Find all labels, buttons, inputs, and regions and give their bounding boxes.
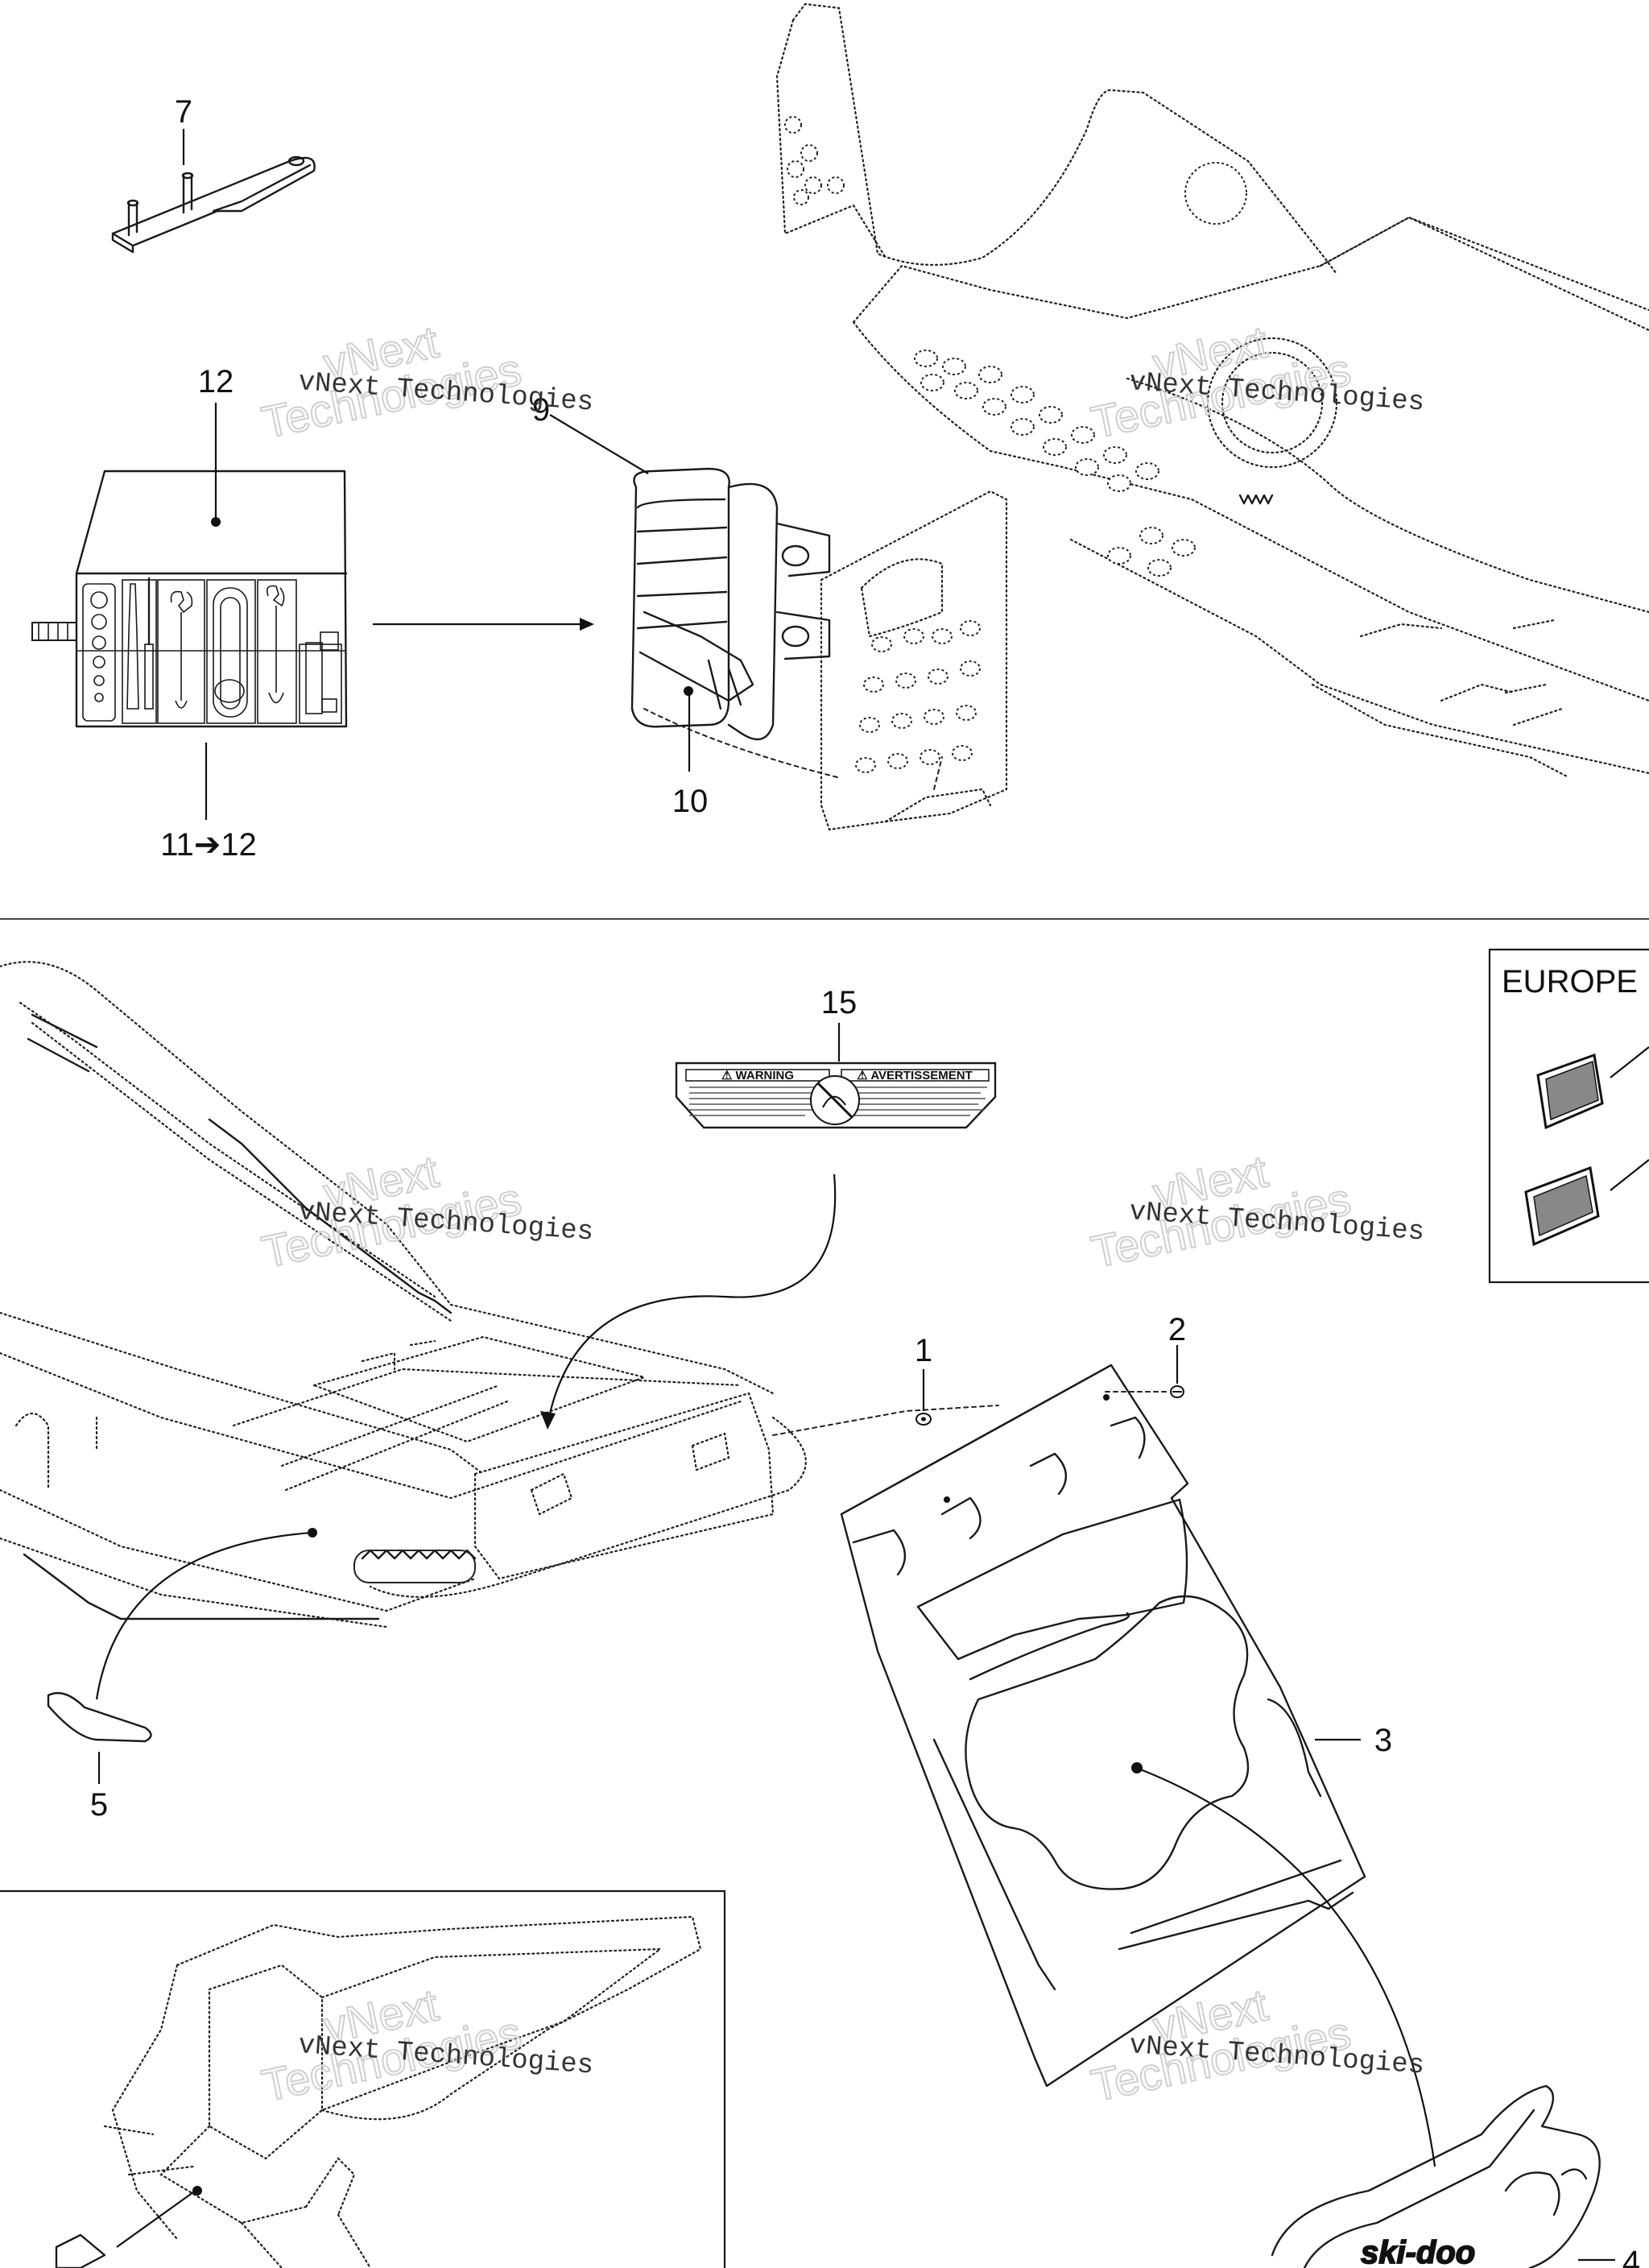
callout-10: 10: [672, 784, 709, 819]
part-7-bracket: [111, 155, 316, 254]
europe-reflector-top: [1536, 1053, 1604, 1130]
part-2-rivet: [1170, 1385, 1184, 1398]
callout-4: 4: [1622, 2245, 1640, 2268]
part-5-clip: [47, 1691, 152, 1743]
callout-2: 2: [1168, 1312, 1186, 1347]
avertissement-title: ⚠ AVERTISSEMENT: [857, 1069, 972, 1082]
part-10-holder: [630, 467, 838, 778]
callout-3: 3: [1374, 1723, 1392, 1758]
part-12-tool-kit: [31, 470, 348, 728]
europe-reflector-bottom: [1524, 1165, 1600, 1247]
callout-12: 12: [198, 364, 234, 399]
part-1-washer: [915, 1413, 932, 1426]
warning-title: ⚠ WARNING: [721, 1069, 794, 1082]
europe-label: EUROPE: [1502, 964, 1638, 999]
callout-7: 7: [175, 94, 192, 130]
callout-11-12: 11➔12: [160, 827, 257, 863]
callout-9: 9: [532, 392, 550, 428]
part-3-snow-flap: [840, 1364, 1366, 2088]
callout-1: 1: [915, 1333, 932, 1368]
part-15-warning-decal: ⚠ WARNING ⚠ AVERTISSEMENT: [675, 1062, 997, 1129]
callout-5: 5: [90, 1787, 108, 1823]
lower-left-inset: [0, 1889, 726, 2268]
part-4-logo-decal: ski-doo: [1271, 2084, 1601, 2268]
logo-text: ski-doo: [1361, 2235, 1475, 2268]
europe-inset: EUROPE: [1488, 948, 1649, 1284]
callout-15: 15: [821, 985, 858, 1020]
chassis-assembly: [0, 961, 807, 1629]
frame-assembly: [775, 2, 1649, 831]
